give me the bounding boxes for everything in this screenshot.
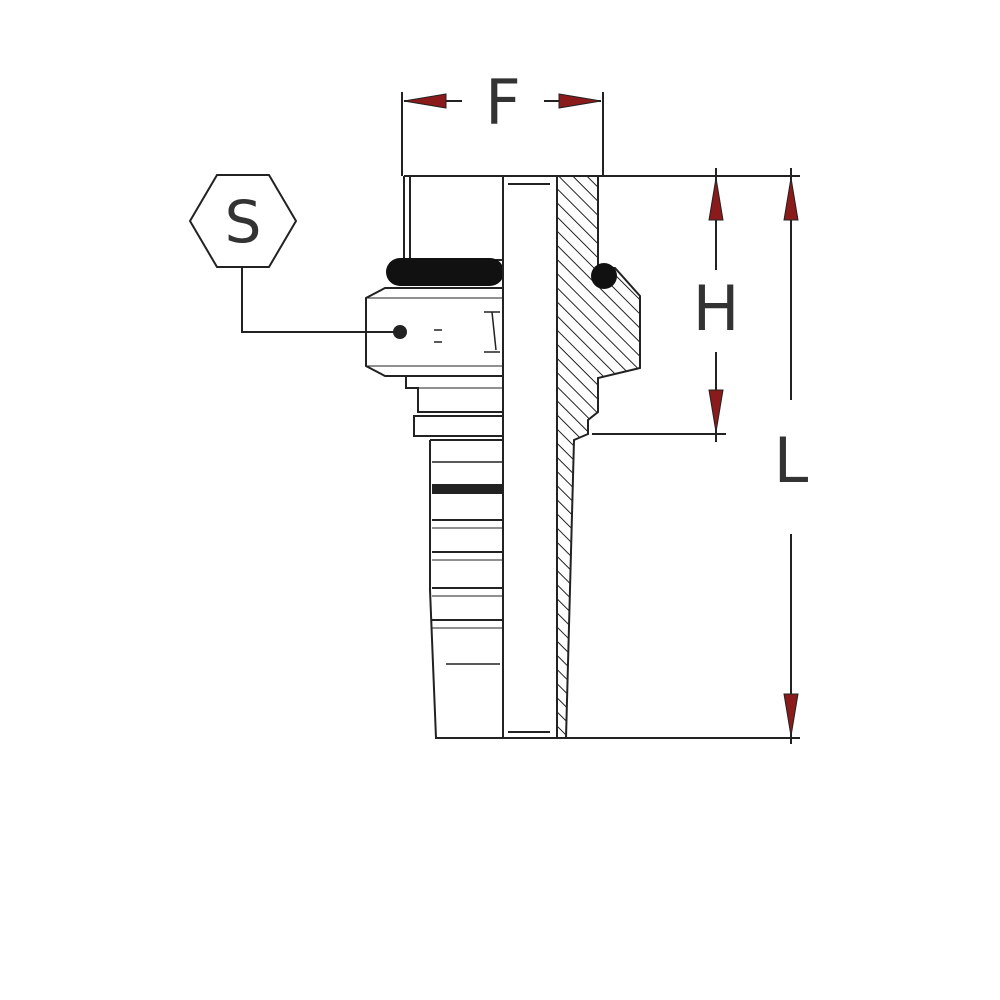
overall-length-label: L: [774, 424, 809, 497]
h-arrow-top: [708, 177, 724, 221]
thread-spigot: [409, 175, 504, 261]
l-arrow-top: [783, 177, 799, 221]
bore: [502, 175, 558, 739]
hose-tail: [429, 440, 503, 739]
o-ring-section: [591, 263, 617, 289]
f-arrow-right: [558, 93, 602, 109]
flange-diameter-label: F: [485, 66, 521, 139]
wrench-size-hexagon: [188, 174, 298, 268]
thread-length-label: H: [693, 272, 740, 345]
f-arrow-left: [403, 93, 447, 109]
h-arrow-bottom: [708, 389, 724, 433]
o-ring: [386, 258, 504, 286]
wrench-size-label: S: [225, 188, 262, 256]
s-leader-line: [241, 264, 398, 333]
hatched-wall: [556, 175, 641, 739]
collar: [413, 415, 504, 437]
arrowheads: [403, 93, 799, 737]
l-arrow-bottom: [783, 693, 799, 737]
fitting-section: [502, 175, 641, 739]
